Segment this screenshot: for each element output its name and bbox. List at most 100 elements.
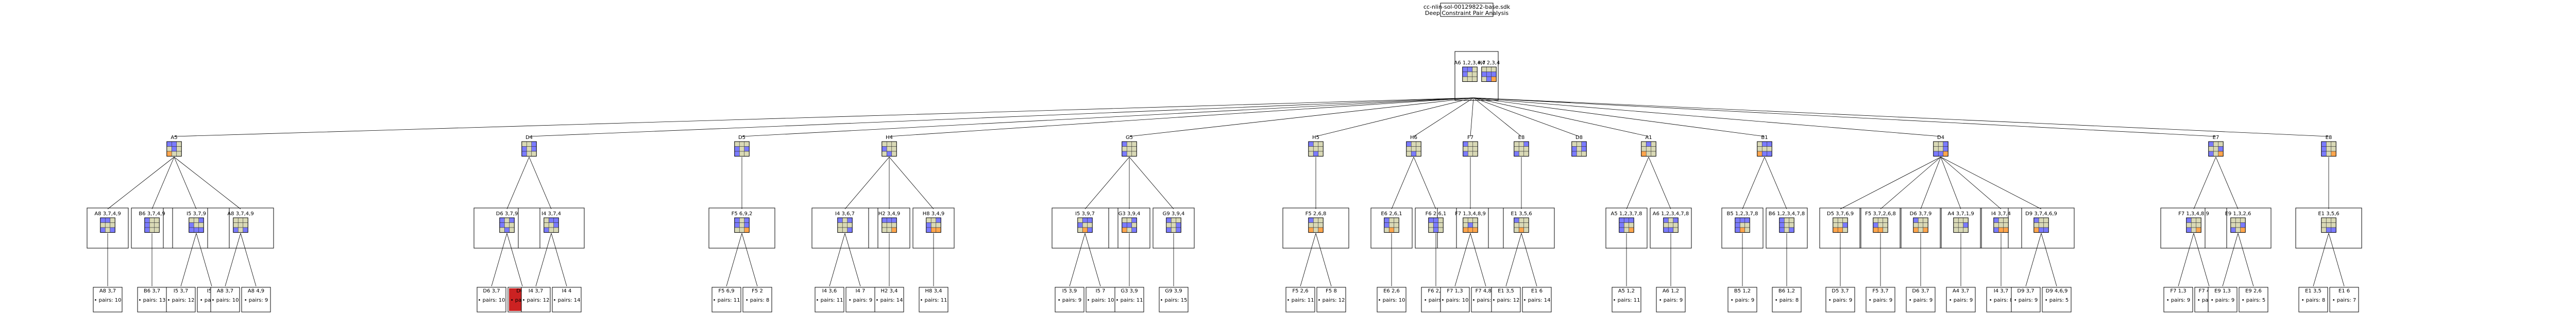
grid-cell xyxy=(2321,227,2327,233)
grid-cell xyxy=(1082,217,1088,223)
grid-cell xyxy=(1518,151,1524,157)
grid-cell xyxy=(1923,217,1928,223)
child-node-label: G9 3,9,4 xyxy=(1163,211,1185,217)
child-node-grid xyxy=(1308,217,1324,233)
leaf-box xyxy=(241,287,271,312)
grid-cell xyxy=(1467,217,1473,223)
grid-cell xyxy=(1313,217,1319,223)
grid-cell xyxy=(193,222,199,228)
grid-cell xyxy=(2038,227,2044,233)
leaf-box xyxy=(1522,287,1552,312)
leaf-box xyxy=(137,287,167,312)
leaf-label: I4 3,7 xyxy=(529,288,543,294)
grid-cell xyxy=(1318,222,1324,228)
grid-cell xyxy=(1126,146,1132,152)
grid-cell xyxy=(882,217,887,223)
leaf-box xyxy=(874,287,904,312)
grid-cell xyxy=(1131,222,1137,228)
grid-cell xyxy=(1784,227,1790,233)
grid-cell xyxy=(2331,227,2336,233)
grid-cell xyxy=(1663,227,1669,233)
grid-cell xyxy=(1313,141,1319,147)
grid-cell xyxy=(1486,66,1492,72)
leaf-box xyxy=(93,287,123,312)
leaf-box xyxy=(1491,287,1521,312)
level1-node-grid xyxy=(2208,141,2224,157)
title-line-2: Deep Constraint Pair Analysis xyxy=(1425,10,1509,16)
tree-edge xyxy=(535,233,552,287)
grid-cell xyxy=(149,217,155,223)
grid-cell xyxy=(847,227,853,233)
leaf-label: D6 3,7 xyxy=(1912,288,1929,294)
grid-cell xyxy=(1087,227,1093,233)
tree-edge xyxy=(151,157,175,210)
grid-cell xyxy=(1523,227,1529,233)
grid-cell xyxy=(2326,141,2332,147)
grid-cell xyxy=(504,217,510,223)
level1-node-grid xyxy=(1514,141,1529,157)
grid-cell xyxy=(2331,222,2336,228)
child-node-grid xyxy=(1166,217,1181,233)
grid-cell xyxy=(1122,141,1127,147)
grid-cell xyxy=(1571,141,1577,147)
grid-cell xyxy=(1472,66,1478,72)
child-cluster xyxy=(1940,207,1982,249)
grid-cell xyxy=(1833,222,1838,228)
child-node-label: I4 3,7,4 xyxy=(541,211,561,217)
grid-cell xyxy=(886,217,892,223)
leaf-box xyxy=(210,287,240,312)
leaf-pairs: • pairs: 12 xyxy=(1318,298,1345,303)
level1-node-label: G5 xyxy=(1126,135,1133,141)
leaf-box xyxy=(1377,287,1406,312)
grid-cell xyxy=(926,217,931,223)
leaf-label: D9 3,7 xyxy=(2017,288,2034,294)
leaf-pairs: • pairs: 9 xyxy=(1659,298,1683,303)
leaf-box xyxy=(1986,287,2016,312)
leaf-label: H2 3,4 xyxy=(881,288,898,294)
tree-edge xyxy=(829,233,845,287)
grid-cell xyxy=(1842,222,1848,228)
grid-cell xyxy=(1913,227,1919,233)
grid-cell xyxy=(2191,222,2197,228)
grid-cell xyxy=(176,146,182,152)
leaf-box xyxy=(919,287,948,312)
level1-node-grid xyxy=(1933,141,1948,157)
grid-cell xyxy=(1943,141,1948,147)
grid-cell xyxy=(1581,151,1587,157)
child-cluster xyxy=(1859,207,1902,249)
child-node-label: F6 2,6,1 xyxy=(1426,211,1447,217)
child-node-grid xyxy=(882,217,897,233)
child-node-label: B5 1,2,3,7,8 xyxy=(1727,211,1758,217)
grid-cell xyxy=(243,222,248,228)
grid-cell xyxy=(1122,151,1127,157)
grid-cell xyxy=(886,146,892,152)
grid-cell xyxy=(1623,222,1630,228)
leaf-label: A6 1,2 xyxy=(1663,288,1679,294)
grid-cell xyxy=(1514,222,1519,228)
grid-cell xyxy=(1784,222,1790,228)
level1-node-grid xyxy=(1406,141,1421,157)
leaf-pairs: • pairs: 9 xyxy=(849,298,873,303)
tree-edge xyxy=(1473,97,1580,137)
grid-cell xyxy=(882,141,887,147)
child-node-grid xyxy=(1779,217,1794,233)
grid-cell xyxy=(2321,151,2327,157)
leaf-box xyxy=(2163,287,2193,312)
tree-edge xyxy=(889,97,1474,137)
grid-cell xyxy=(1938,146,1944,152)
leaf-box xyxy=(815,287,844,312)
leaf-pairs: • pairs: 9 xyxy=(1828,298,1853,303)
grid-cell xyxy=(1406,146,1412,152)
leaf-pairs: • pairs: 10 xyxy=(1472,298,1500,303)
grid-cell xyxy=(1467,141,1473,147)
grid-cell xyxy=(1122,146,1127,152)
grid-cell xyxy=(1467,222,1473,228)
child-node-grid xyxy=(1122,217,1137,233)
grid-cell xyxy=(243,217,248,223)
leaf-pairs: • pairs: 5 xyxy=(2242,298,2266,303)
child-node-label: I4 3,6,7 xyxy=(835,211,855,217)
tree-edge xyxy=(225,233,241,287)
child-node-label: D9 3,7,4,6,9 xyxy=(2025,211,2057,217)
level1-node-grid xyxy=(1308,141,1324,157)
leaf-label: E1 6 xyxy=(1531,288,1543,294)
